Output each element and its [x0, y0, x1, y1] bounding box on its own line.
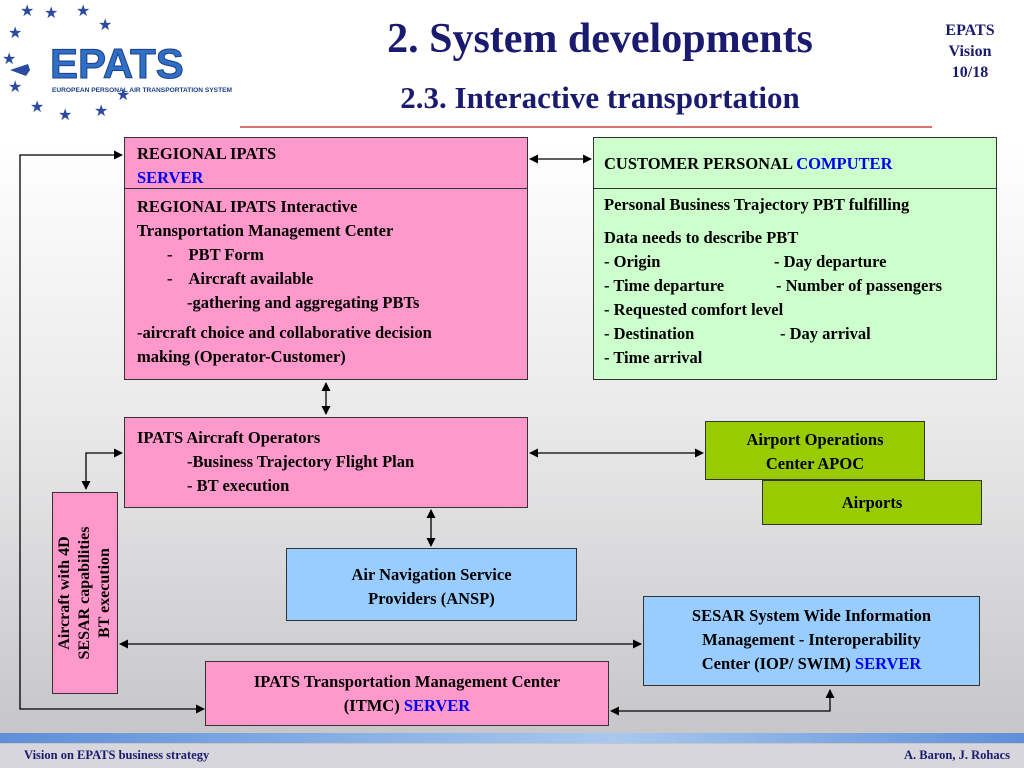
svg-text:★: ★ — [8, 79, 22, 96]
aircraft-operators-box: IPATS Aircraft Operators -Business Traje… — [124, 417, 528, 508]
pbt-row: - Time departure - Number of passengers — [604, 274, 986, 298]
regional-itmc-line2: Transportation Management Center — [137, 221, 394, 240]
operators-line1: IPATS Aircraft Operators — [137, 428, 321, 447]
aircraft-line3: BT execution — [96, 548, 113, 638]
customer-pc-label-blue: COMPUTER — [796, 154, 893, 173]
regional-itmc-item4: -aircraft choice and collaborative decis… — [137, 323, 432, 342]
svg-text:★: ★ — [76, 3, 90, 20]
operators-line3: - BT execution — [187, 476, 290, 495]
plane-icon — [10, 64, 30, 76]
page-subtitle: 2.3. Interactive transportation — [400, 80, 800, 115]
pbt-row: - Destination - Day arrival — [604, 322, 986, 346]
regional-itmc-line1: REGIONAL IPATS Interactive — [137, 197, 358, 216]
regional-itmc-item5: making (Operator-Customer) — [137, 347, 346, 366]
apoc-box: Airport Operations Center APOC — [705, 421, 925, 480]
itmc-box: IPATS Transportation Management Center (… — [205, 661, 609, 726]
title-divider — [240, 126, 932, 128]
pbt-row: - Time arrival — [604, 346, 986, 370]
epats-logo-graphic: ★ ★ ★ ★ ★ ★ ★ ★ ★ ★ ★ EPATS EUROPEAN PER… — [2, 3, 233, 124]
aircraft-4d-text: Aircraft with 4D SESAR capabilities BT e… — [55, 493, 115, 693]
svg-text:★: ★ — [2, 51, 16, 68]
svg-text:★: ★ — [94, 103, 108, 120]
footer-band — [0, 733, 1024, 743]
svg-text:★: ★ — [58, 107, 72, 122]
itmc-line1: IPATS Transportation Management Center — [253, 672, 561, 691]
ansp-line1: Air Navigation Service — [351, 565, 512, 584]
footer-left-text: Vision on EPATS business strategy — [24, 748, 210, 762]
epats-logo: ★ ★ ★ ★ ★ ★ ★ ★ ★ ★ ★ EPATS EUROPEAN PER… — [0, 0, 240, 124]
aircraft-line1: Aircraft with 4D — [56, 536, 73, 650]
svg-text:★: ★ — [116, 87, 130, 104]
arrow-left-bracket — [19, 150, 205, 714]
svg-text:★: ★ — [8, 25, 22, 42]
footer-bar — [0, 744, 1024, 768]
swim-box: SESAR System Wide Information Management… — [643, 596, 980, 686]
slide-info-line: 10/18 — [951, 64, 989, 81]
pbt-field: - Number of passengers — [776, 276, 943, 295]
swim-line3-blue: SERVER — [854, 654, 922, 673]
itmc-line2-blue: SERVER — [403, 696, 471, 715]
pbt-line2: Data needs to describe PBT — [604, 228, 799, 247]
pbt-field: - Day departure — [774, 252, 887, 271]
slide-info: EPATS Vision 10/18 — [930, 20, 1010, 83]
svg-text:★: ★ — [44, 5, 58, 22]
arrow-operators-aircraft — [81, 448, 123, 490]
regional-itmc-item1: -PBT Form — [137, 243, 515, 267]
itmc-line2-text: (ITMC) — [343, 696, 404, 715]
slide-info-line: EPATS — [945, 22, 995, 39]
airports-box: Airports — [762, 480, 982, 525]
arrow-itmc-swim — [610, 689, 835, 716]
swim-line1: SESAR System Wide Information — [691, 606, 932, 625]
item-text: PBT Form — [188, 245, 264, 264]
itmc-line2: (ITMC) SERVER — [210, 694, 604, 718]
pbt-row: - Requested comfort level — [604, 298, 986, 322]
star-ring-icon: ★ ★ ★ ★ ★ ★ ★ ★ ★ ★ ★ — [2, 3, 130, 124]
ansp-line2: Providers (ANSP) — [368, 589, 495, 608]
pbt-field: - Origin — [604, 252, 661, 271]
footer-right-text: A. Baron, J. Rohacs — [903, 748, 1010, 762]
pbt-box: Personal Business Trajectory PBT fulfill… — [593, 188, 997, 380]
regional-server-line2: SERVER — [137, 168, 204, 187]
aircraft-4d-box: Aircraft with 4D SESAR capabilities BT e… — [52, 492, 118, 694]
pbt-field: - Destination — [604, 324, 695, 343]
logo-text: EPATS — [50, 40, 184, 87]
ansp-box: Air Navigation Service Providers (ANSP) — [286, 548, 577, 621]
pbt-field: - Requested comfort level — [604, 300, 784, 319]
item-text: Aircraft available — [188, 269, 314, 288]
regional-itmc-item2: -Aircraft available — [137, 267, 515, 291]
pbt-line1: Personal Business Trajectory PBT fulfill… — [604, 195, 910, 214]
swim-line2: Management - Interoperability — [702, 630, 921, 649]
slide-info-line: Vision — [948, 43, 992, 60]
aircraft-line2: SESAR capabilities — [76, 526, 93, 660]
operators-line2: -Business Trajectory Flight Plan — [187, 452, 415, 471]
swim-line3: Center (IOP/ SWIM) SERVER — [648, 652, 975, 676]
regional-ipats-server-box: REGIONAL IPATS SERVER — [124, 137, 528, 189]
svg-text:★: ★ — [98, 17, 112, 34]
pbt-field: - Day arrival — [780, 324, 871, 343]
regional-itmc-item3: -gathering and aggregating PBTs — [187, 293, 420, 312]
pbt-row: - Origin - Day departure — [604, 250, 986, 274]
bullet: - — [167, 269, 173, 288]
regional-server-line1: REGIONAL IPATS — [137, 144, 277, 163]
pbt-field: - Time arrival — [604, 348, 703, 367]
svg-text:★: ★ — [20, 3, 34, 20]
svg-text:★: ★ — [30, 99, 44, 116]
page-title: 2. System developments — [387, 16, 813, 62]
logo-subtext: EUROPEAN PERSONAL AIR TRANSPORTATION SYS… — [52, 87, 233, 94]
apoc-line2: Center APOC — [765, 454, 865, 473]
customer-pc-label: CUSTOMER PERSONAL — [604, 154, 797, 173]
pbt-field: - Time departure — [604, 276, 725, 295]
apoc-line1: Airport Operations — [746, 430, 884, 449]
airports-label: Airports — [841, 493, 903, 512]
swim-line3-text: Center (IOP/ SWIM) — [701, 654, 855, 673]
regional-itmc-box: REGIONAL IPATS Interactive Transportatio… — [124, 188, 528, 380]
customer-pc-box: CUSTOMER PERSONAL COMPUTER — [593, 137, 997, 189]
bullet: - — [167, 245, 173, 264]
